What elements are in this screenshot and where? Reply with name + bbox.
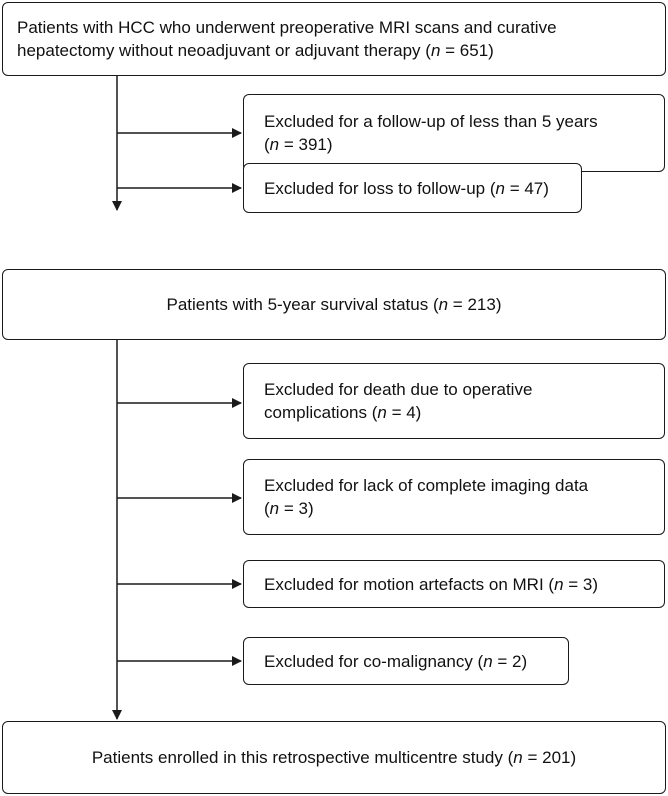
n-symbol: n xyxy=(495,178,505,198)
box-excluded-followup: Excluded for a follow-up of less than 5 … xyxy=(243,94,665,172)
excluded-imaging-line1: Excluded for lack of complete imaging da… xyxy=(264,476,589,495)
n-symbol: n xyxy=(438,295,449,314)
n-symbol: n xyxy=(377,403,387,422)
box-excluded-death: Excluded for death due to operative comp… xyxy=(243,363,665,439)
n-symbol: n xyxy=(269,499,280,518)
survival-status-count: = 213) xyxy=(448,295,502,314)
n-symbol: n xyxy=(554,574,564,594)
paren-open: ( xyxy=(264,135,270,154)
excluded-death-line1: Excluded for death due to operative xyxy=(264,380,533,399)
survival-status-label: Patients with 5-year survival status ( xyxy=(166,295,439,314)
n-symbol: n xyxy=(513,748,523,767)
excluded-followup-count: = 391) xyxy=(279,135,333,154)
box-excluded-lost: Excluded for loss to follow-up (n = 47) xyxy=(243,163,582,213)
excluded-comalignancy-count: = 2) xyxy=(492,651,528,671)
excluded-motion-count: = 3) xyxy=(563,574,599,594)
box-excluded-comalignancy: Excluded for co-malignancy (n = 2) xyxy=(243,637,569,685)
excluded-comalignancy-label: Excluded for co-malignancy ( xyxy=(264,651,484,671)
excluded-imaging-count: = 3) xyxy=(279,499,314,518)
box-survival-status: Patients with 5-year survival status (n … xyxy=(2,269,666,340)
box-initial-cohort: Patients with HCC who underwent preopera… xyxy=(2,2,666,76)
excluded-lost-label: Excluded for loss to follow-up ( xyxy=(264,178,496,198)
initial-cohort-line2: hepatectomy without neoadjuvant or adjuv… xyxy=(17,41,431,60)
enrolled-count: = 201) xyxy=(522,748,577,767)
excluded-lost-count: = 47) xyxy=(504,178,549,198)
box-excluded-motion: Excluded for motion artefacts on MRI (n … xyxy=(243,560,665,608)
excluded-death-count: = 4) xyxy=(386,403,422,422)
initial-cohort-count: = 651) xyxy=(440,41,494,60)
n-symbol: n xyxy=(430,41,441,60)
excluded-followup-line1: Excluded for a follow-up of less than 5 … xyxy=(264,112,598,131)
excluded-death-line2: complications ( xyxy=(264,403,378,422)
n-symbol: n xyxy=(483,651,493,671)
enrolled-label: Patients enrolled in this retrospective … xyxy=(91,748,514,767)
initial-cohort-line1: Patients with HCC who underwent preopera… xyxy=(17,18,557,37)
box-enrolled: Patients enrolled in this retrospective … xyxy=(2,721,666,794)
paren-open: ( xyxy=(264,499,270,518)
n-symbol: n xyxy=(269,135,280,154)
box-excluded-imaging: Excluded for lack of complete imaging da… xyxy=(243,459,665,535)
excluded-motion-label: Excluded for motion artefacts on MRI ( xyxy=(264,574,555,594)
